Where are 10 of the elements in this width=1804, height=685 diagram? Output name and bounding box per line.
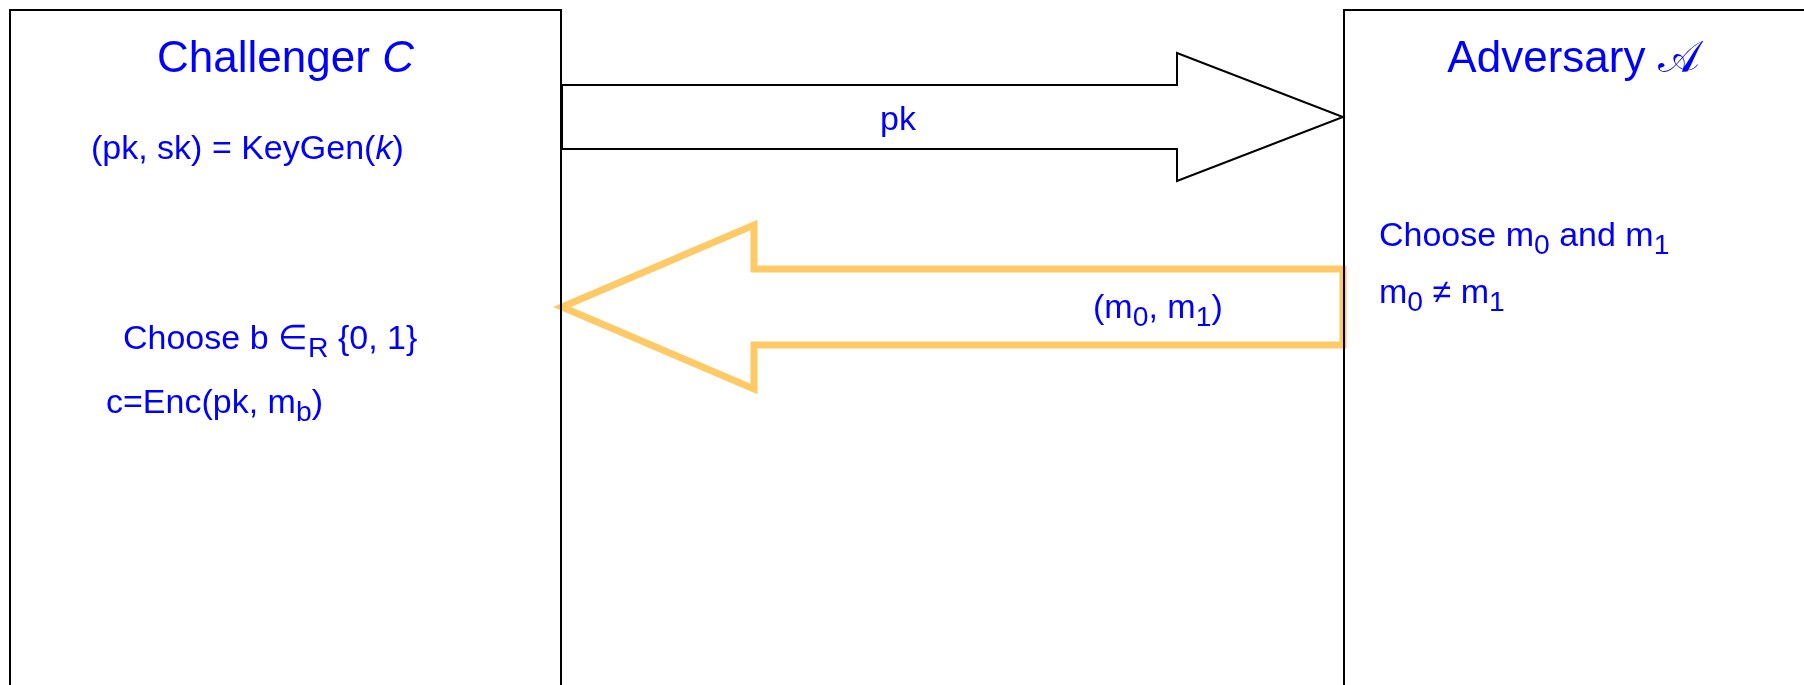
protocol-step: Choose m$_{0}$ and m$_{1}$ xyxy=(1379,216,1670,260)
party-box xyxy=(9,9,562,685)
party-title: Adversary 𝒜 xyxy=(1345,33,1802,82)
block-arrow xyxy=(553,219,1347,395)
party-title: Challenger C xyxy=(156,33,415,82)
protocol-step: Choose b ∈$_{R}$ {0, 1} xyxy=(123,319,418,363)
protocol-step: c=Enc(pk, m$_{b}$) xyxy=(106,383,323,427)
block-arrow xyxy=(561,51,1346,183)
protocol-step: m$_{0}$ ≠ m$_{1}$ xyxy=(1379,273,1505,317)
protocol-step: (pk, sk) = KeyGen(k) xyxy=(91,129,404,167)
